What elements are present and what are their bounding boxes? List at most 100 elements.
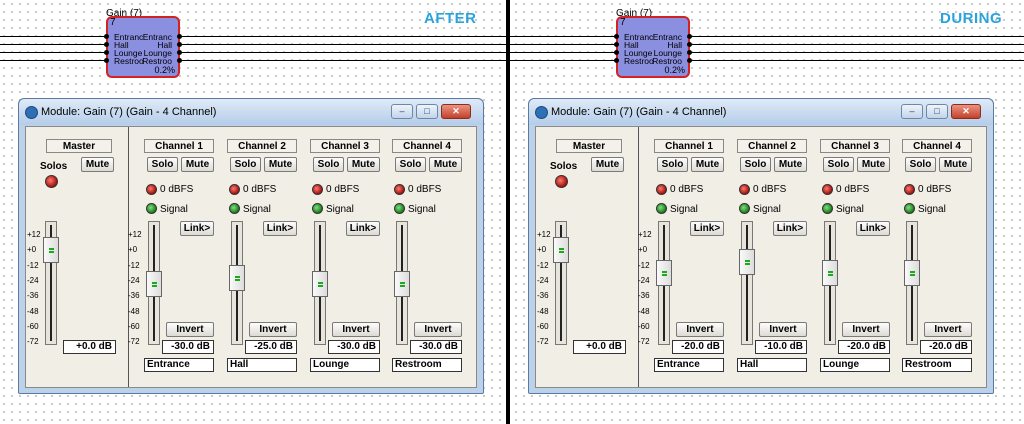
minimize-button[interactable]: –: [391, 104, 413, 119]
channel-name-field[interactable]: Restroom: [392, 358, 462, 372]
channel-name-field[interactable]: Entrance: [144, 358, 214, 372]
mute-button[interactable]: Mute: [691, 157, 724, 172]
output-pin-label: Entranc: [652, 32, 682, 42]
channel-fader[interactable]: [739, 221, 755, 345]
link-button[interactable]: Link>: [263, 221, 297, 236]
scale-tick: -24: [638, 275, 650, 285]
channel-value[interactable]: -30.0 dB: [410, 340, 462, 354]
master-fader[interactable]: [553, 221, 569, 345]
signal-label: Signal: [670, 204, 698, 215]
window-titlebar[interactable]: Module: Gain (7) (Gain - 4 Channel)–□✕: [529, 99, 993, 125]
output-pin[interactable]: [687, 42, 692, 47]
invert-button[interactable]: Invert: [759, 322, 807, 337]
link-button[interactable]: Link>: [346, 221, 380, 236]
solo-button[interactable]: Solo: [740, 157, 771, 172]
channel-value[interactable]: -10.0 dB: [755, 340, 807, 354]
link-button[interactable]: Link>: [180, 221, 214, 236]
fader-thumb[interactable]: [822, 259, 838, 286]
fader-thumb[interactable]: [312, 271, 328, 297]
mute-button[interactable]: Mute: [939, 157, 972, 172]
output-pin[interactable]: [177, 50, 182, 55]
channel-fader[interactable]: [312, 221, 328, 345]
output-pin[interactable]: [177, 34, 182, 39]
channel-value[interactable]: -20.0 dB: [672, 340, 724, 354]
input-pin[interactable]: [104, 58, 109, 63]
input-pin[interactable]: [104, 50, 109, 55]
channel-value[interactable]: -30.0 dB: [328, 340, 380, 354]
channel-name-field[interactable]: Entrance: [654, 358, 724, 372]
solo-button[interactable]: Solo: [657, 157, 688, 172]
window-titlebar[interactable]: Module: Gain (7) (Gain - 4 Channel)–□✕: [19, 99, 483, 125]
link-button[interactable]: Link>: [690, 221, 724, 236]
channel-name-field[interactable]: Lounge: [820, 358, 890, 372]
input-pin[interactable]: [104, 42, 109, 47]
mute-button[interactable]: Mute: [181, 157, 214, 172]
invert-button[interactable]: Invert: [332, 322, 380, 337]
invert-button[interactable]: Invert: [842, 322, 890, 337]
channel-value[interactable]: -25.0 dB: [245, 340, 297, 354]
fader-thumb[interactable]: [553, 237, 569, 264]
input-pin[interactable]: [104, 34, 109, 39]
channel-value[interactable]: -20.0 dB: [838, 340, 890, 354]
output-pin[interactable]: [177, 58, 182, 63]
mute-button[interactable]: Mute: [264, 157, 297, 172]
master-mute-button[interactable]: Mute: [81, 157, 114, 172]
input-pin[interactable]: [614, 50, 619, 55]
channel-value[interactable]: -30.0 dB: [162, 340, 214, 354]
link-button[interactable]: Link>: [856, 221, 890, 236]
master-value[interactable]: +0.0 dB: [573, 340, 626, 354]
channel-fader[interactable]: [904, 221, 920, 345]
mute-button[interactable]: Mute: [774, 157, 807, 172]
fader-thumb[interactable]: [394, 271, 410, 297]
solo-button[interactable]: Solo: [147, 157, 178, 172]
channel-value[interactable]: -20.0 dB: [920, 340, 972, 354]
solo-button[interactable]: Solo: [313, 157, 344, 172]
output-pin[interactable]: [177, 42, 182, 47]
invert-button[interactable]: Invert: [249, 322, 297, 337]
close-button[interactable]: ✕: [951, 104, 981, 119]
channel-fader[interactable]: [656, 221, 672, 345]
channel-name-field[interactable]: Restroom: [902, 358, 972, 372]
invert-button[interactable]: Invert: [414, 322, 462, 337]
link-button[interactable]: Link>: [773, 221, 807, 236]
mute-button[interactable]: Mute: [347, 157, 380, 172]
channel-fader[interactable]: [229, 221, 245, 345]
invert-button[interactable]: Invert: [924, 322, 972, 337]
mute-button[interactable]: Mute: [429, 157, 462, 172]
mute-button[interactable]: Mute: [857, 157, 890, 172]
input-pin[interactable]: [614, 58, 619, 63]
minimize-button[interactable]: –: [901, 104, 923, 119]
master-value[interactable]: +0.0 dB: [63, 340, 116, 354]
solo-button[interactable]: Solo: [395, 157, 426, 172]
output-pin[interactable]: [687, 58, 692, 63]
close-button[interactable]: ✕: [441, 104, 471, 119]
output-pin[interactable]: [687, 50, 692, 55]
invert-button[interactable]: Invert: [166, 322, 214, 337]
fader-thumb[interactable]: [146, 271, 162, 297]
channel-name-field[interactable]: Lounge: [310, 358, 380, 372]
solo-button[interactable]: Solo: [823, 157, 854, 172]
solo-button[interactable]: Solo: [905, 157, 936, 172]
channel-name-field[interactable]: Hall: [227, 358, 297, 372]
maximize-button[interactable]: □: [926, 104, 948, 119]
fader-thumb[interactable]: [739, 248, 755, 275]
fader-thumb[interactable]: [43, 237, 59, 264]
master-fader[interactable]: [43, 221, 59, 345]
input-pin[interactable]: [614, 42, 619, 47]
channel-fader[interactable]: [822, 221, 838, 345]
maximize-button[interactable]: □: [416, 104, 438, 119]
invert-button[interactable]: Invert: [676, 322, 724, 337]
fader-thumb[interactable]: [229, 265, 245, 292]
output-pin[interactable]: [687, 34, 692, 39]
input-pin[interactable]: [614, 34, 619, 39]
channel-name-field[interactable]: Hall: [737, 358, 807, 372]
channel-fader[interactable]: [146, 221, 162, 345]
master-mute-button[interactable]: Mute: [591, 157, 624, 172]
solo-button[interactable]: Solo: [230, 157, 261, 172]
channel-fader[interactable]: [394, 221, 410, 345]
fader-thumb[interactable]: [656, 259, 672, 286]
fader-thumb[interactable]: [904, 259, 920, 286]
